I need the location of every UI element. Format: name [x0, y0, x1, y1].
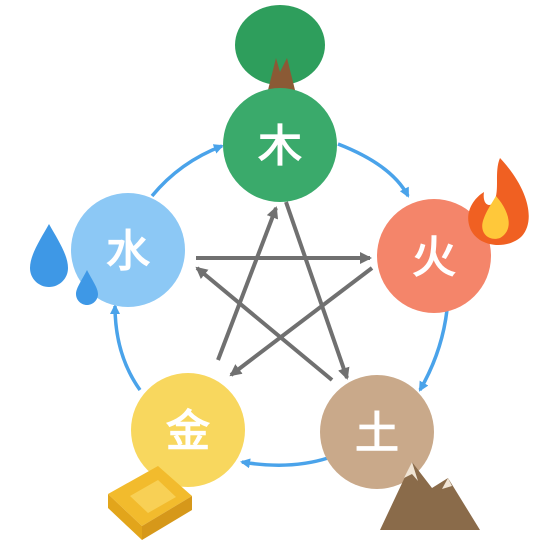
element-label-fire: 火 [412, 232, 456, 283]
generating-arrow-earth-metal [240, 456, 329, 469]
generating-cycle [110, 142, 449, 469]
gold-ingot-icon [108, 466, 192, 540]
generating-arrow-metal-water [110, 304, 142, 392]
overcoming-arrow-earth-water [195, 266, 334, 382]
element-node-fire: 火 [377, 199, 491, 313]
element-node-earth: 土 [320, 375, 434, 489]
tree-icon [235, 5, 325, 102]
element-label-water: 水 [106, 226, 151, 277]
flame-icon [468, 158, 529, 246]
element-label-wood: 木 [258, 121, 302, 172]
element-node-wood: 木 [223, 88, 337, 202]
overcoming-arrow-wood-earth [284, 201, 350, 380]
element-label-metal: 金 [165, 406, 211, 457]
overcoming-arrow-metal-wood [216, 206, 279, 361]
mountain-icon [380, 462, 480, 530]
generating-arrow-wood-fire [337, 142, 410, 198]
element-label-earth: 土 [355, 408, 399, 459]
generating-arrow-fire-earth [418, 309, 449, 392]
element-node-metal: 金 [131, 373, 245, 487]
generating-arrow-water-wood [150, 144, 224, 198]
water-drop-icon [30, 224, 98, 305]
element-node-water: 水 [71, 193, 185, 307]
overcoming-arrow-fire-metal [229, 266, 374, 377]
overcoming-cycle [195, 201, 374, 382]
